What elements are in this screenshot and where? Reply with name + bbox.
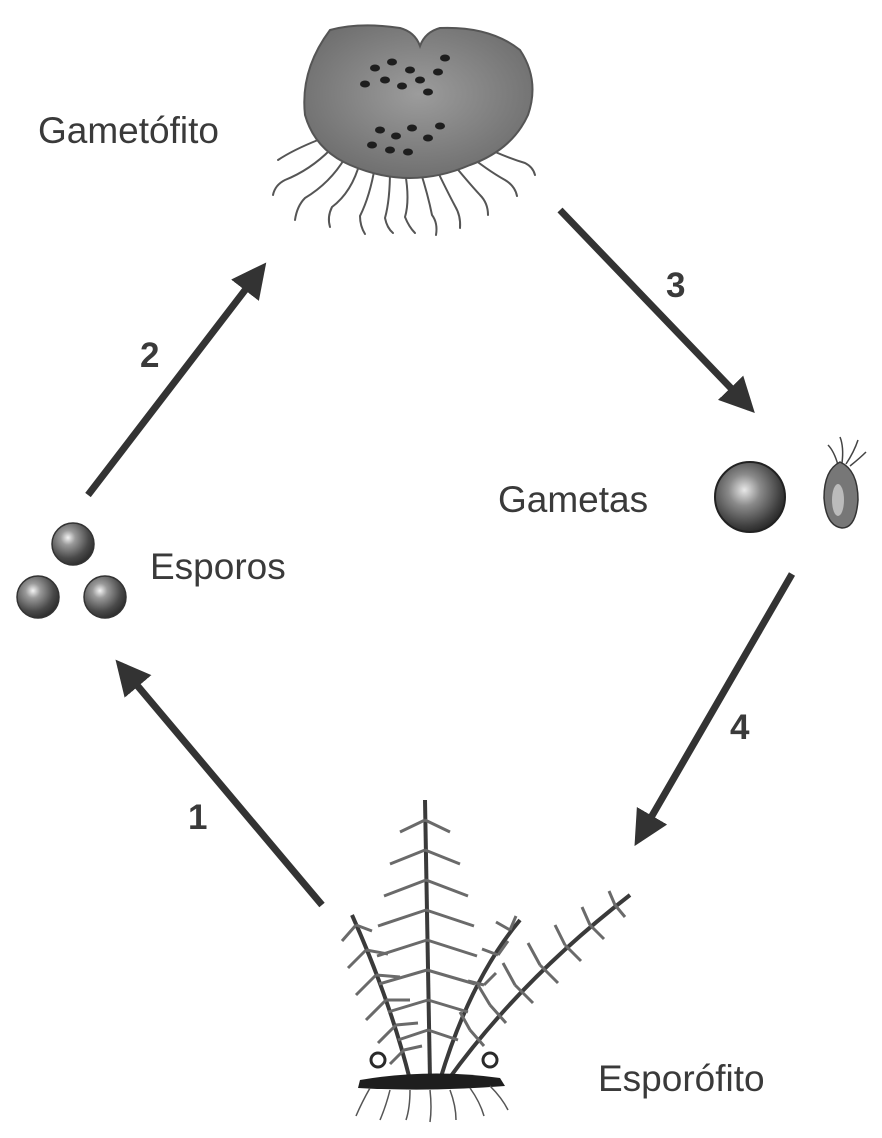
label-spores: Esporos xyxy=(150,546,286,587)
gametophyte-illustration xyxy=(272,24,536,236)
step-number-1: 1 xyxy=(188,798,208,837)
arrow-step-2 xyxy=(85,262,267,498)
label-gametes: Gametas xyxy=(498,479,649,520)
sporophyte-illustration xyxy=(340,799,632,1123)
sperm-cell-illustration xyxy=(823,436,867,529)
step-number-2: 2 xyxy=(140,336,160,375)
arrow-step-1 xyxy=(115,659,325,908)
step-number-4: 4 xyxy=(730,708,750,747)
arrow-step-4 xyxy=(634,572,796,847)
label-gametophyte: Gametófito xyxy=(38,110,219,151)
spores-illustration xyxy=(16,522,127,619)
arrow-step-3 xyxy=(557,207,755,414)
egg-cell-illustration xyxy=(714,461,786,533)
step-number-3: 3 xyxy=(666,266,686,305)
label-sporophyte: Esporófito xyxy=(598,1058,765,1099)
